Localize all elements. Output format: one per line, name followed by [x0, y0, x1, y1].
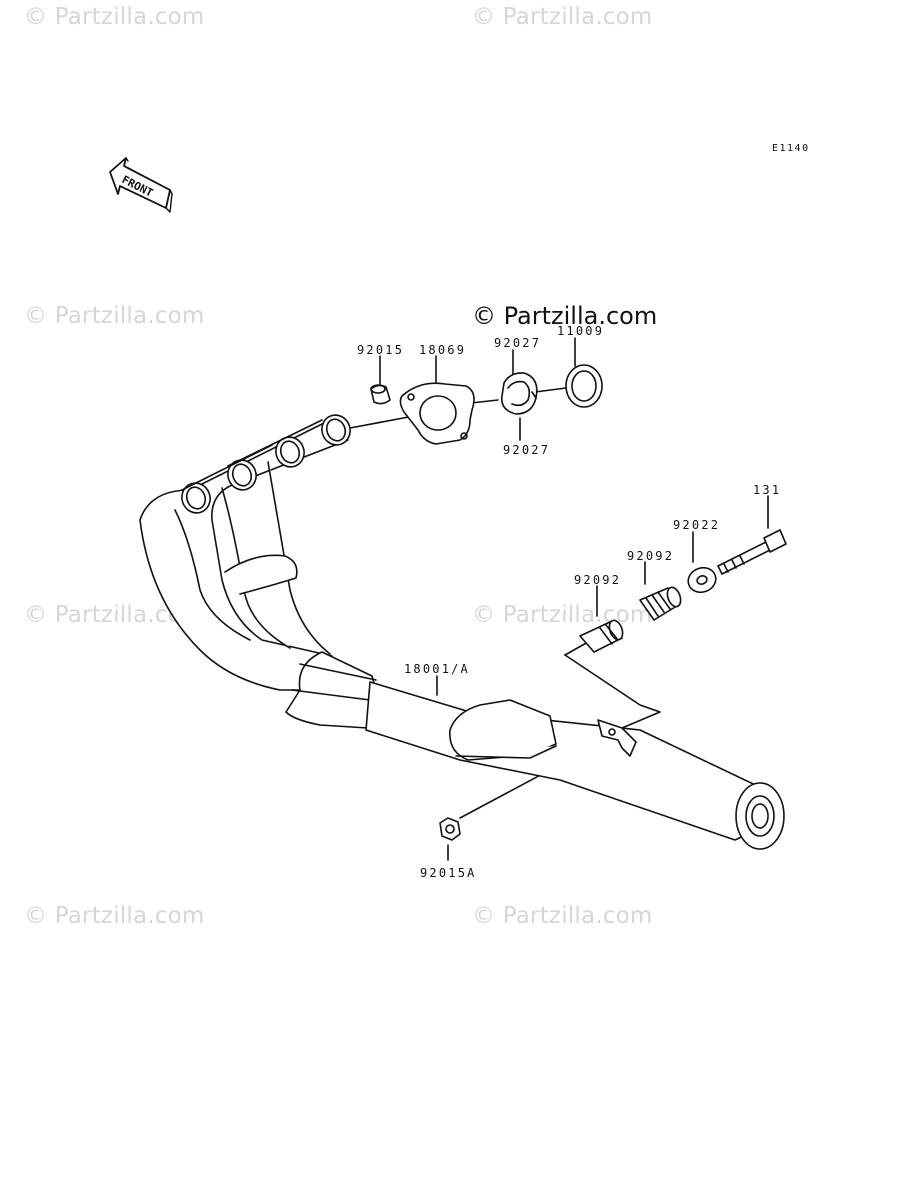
- watermark: © Partzilla.com: [472, 602, 653, 628]
- front-arrow-icon: FRONT: [109, 157, 173, 213]
- part-label-92022[interactable]: 92022: [673, 518, 721, 532]
- gasket-11009[interactable]: [565, 364, 603, 408]
- damper-92092-lower[interactable]: [579, 619, 625, 653]
- diagram-code: E1140: [772, 143, 810, 154]
- part-label-18069[interactable]: 18069: [419, 343, 467, 357]
- damper-92092-upper[interactable]: [639, 586, 683, 621]
- exhaust-headers[interactable]: [139, 411, 354, 691]
- bolt-131[interactable]: [717, 529, 787, 575]
- part-label-18001a[interactable]: 18001/A: [404, 662, 470, 676]
- split-collar-92027[interactable]: [500, 372, 538, 415]
- collar-92015[interactable]: [370, 384, 391, 405]
- watermark: © Partzilla.com: [472, 903, 653, 929]
- flange-18069[interactable]: [399, 382, 475, 445]
- part-label-131[interactable]: 131: [753, 483, 782, 497]
- part-label-92027-bottom[interactable]: 92027: [503, 443, 551, 457]
- watermark: © Partzilla.com: [24, 303, 205, 329]
- front-label: FRONT: [120, 173, 156, 200]
- part-label-92015a[interactable]: 92015A: [420, 866, 477, 880]
- nut-92015a[interactable]: [439, 817, 461, 841]
- watermark: © Partzilla.com: [24, 4, 205, 30]
- part-label-92027-top[interactable]: 92027: [494, 336, 542, 350]
- part-label-92015[interactable]: 92015: [357, 343, 405, 357]
- part-label-92092-lower[interactable]: 92092: [574, 573, 622, 587]
- part-label-92092-upper[interactable]: 92092: [627, 549, 675, 563]
- part-label-11009[interactable]: 11009: [557, 324, 605, 338]
- watermark: © Partzilla.com: [24, 903, 205, 929]
- muffler-18001a[interactable]: [285, 651, 785, 850]
- watermark: © Partzilla.com: [472, 4, 653, 30]
- watermark-main: © Partzilla.com: [472, 302, 658, 330]
- washer-92022[interactable]: [685, 564, 720, 596]
